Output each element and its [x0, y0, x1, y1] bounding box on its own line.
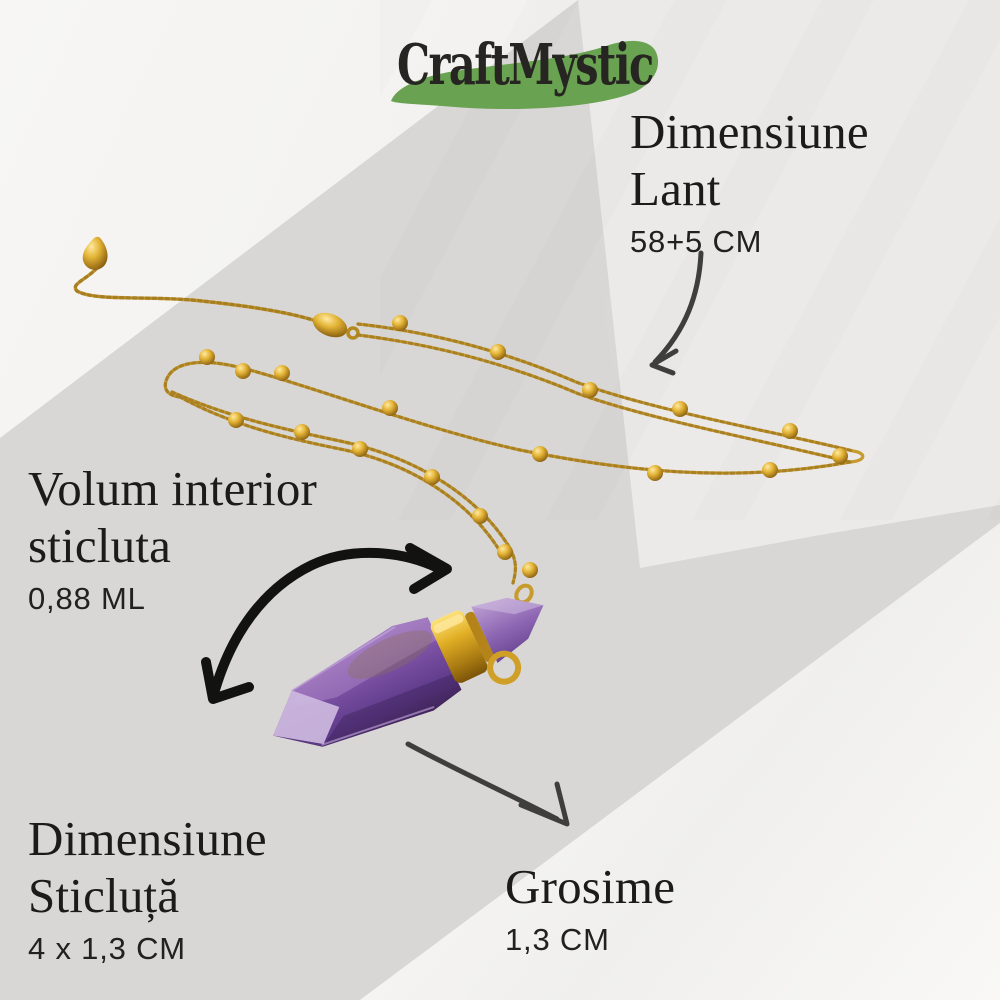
chain-size-value: 58+5 CM	[630, 224, 763, 259]
volume-title-line1: Volum interior	[28, 461, 318, 516]
teardrop-charm	[82, 236, 108, 270]
amethyst-pendant	[273, 597, 544, 747]
volume-value: 0,88 ML	[28, 581, 146, 616]
annotation-volume: Volum interior sticluta 0,88 ML	[28, 460, 317, 617]
brand-logo: CraftMystic	[383, 30, 683, 115]
thickness-value: 1,3 CM	[505, 922, 610, 957]
crystal-cap	[471, 597, 544, 663]
bottle-size-title-line1: Dimensiune	[28, 811, 267, 866]
jump-ring	[487, 650, 522, 685]
lobster-clasp	[312, 312, 360, 340]
annotation-bottle-size: Dimensiune Sticluță 4 x 1,3 CM	[28, 810, 267, 967]
arrow-thickness	[405, 741, 570, 827]
chain-extension-tail	[73, 236, 324, 325]
arrow-chain	[649, 250, 704, 376]
annotation-thickness: Grosime 1,3 CM	[505, 858, 675, 958]
leaf-swoosh-icon	[391, 40, 659, 110]
volume-title-line2: sticluta	[28, 518, 172, 573]
brand-name: CraftMystic	[397, 32, 654, 98]
chain-size-title-line1: Dimensiune	[630, 104, 869, 159]
arrow-volume	[201, 543, 452, 704]
necklace-chain	[73, 236, 865, 659]
bottle-size-value: 4 x 1,3 CM	[28, 931, 186, 966]
thickness-title: Grosime	[505, 859, 676, 914]
chain-beads	[199, 315, 848, 578]
annotation-chain-size: Dimensiune Lant 58+5 CM	[630, 103, 869, 260]
chain-size-title-line2: Lant	[630, 161, 721, 216]
bottle-size-title-line2: Sticluță	[28, 868, 180, 923]
